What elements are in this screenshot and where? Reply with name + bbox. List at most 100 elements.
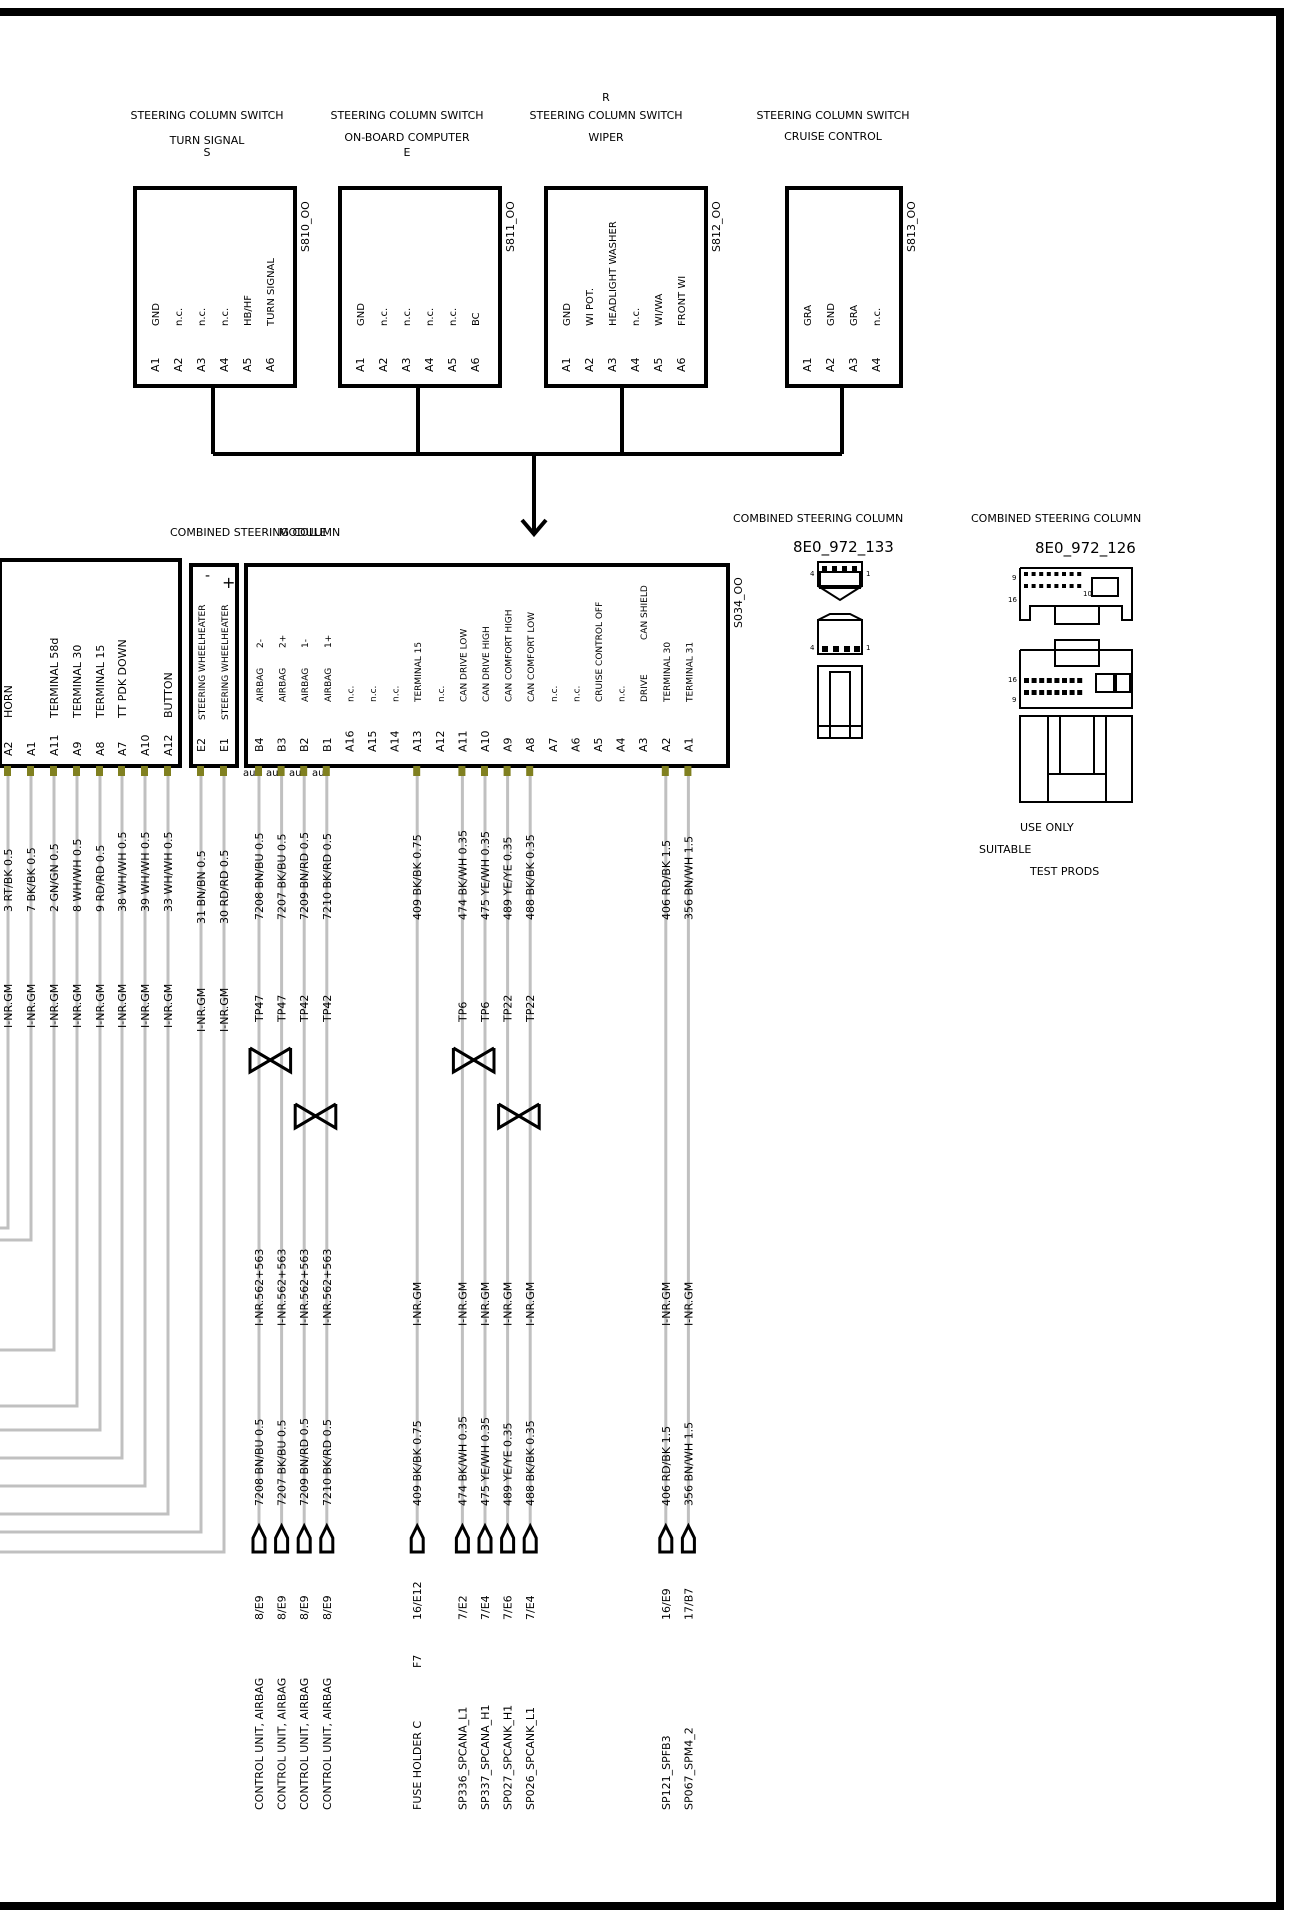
au-label: au: [266, 768, 278, 779]
wire-code: 33 WH/WH 0.5: [162, 832, 175, 913]
pin-marker: [277, 766, 285, 776]
pin-marker: [300, 766, 308, 776]
wire-terminal: [477, 1522, 493, 1554]
switch-title: STEERING COLUMN SWITCH: [130, 109, 283, 122]
switch-pin: A3: [400, 357, 413, 372]
pin-marker: [197, 766, 204, 776]
wire-gm: I-NR.GM: [25, 984, 38, 1028]
wire-code: 30 RD/RD 0.5: [218, 850, 231, 924]
pin-function: CAN DRIVE HIGH: [482, 626, 492, 702]
pin-id: A10: [479, 730, 492, 752]
wire-gm: I-NR.562+563: [276, 1249, 289, 1326]
page-ref: 16/E12: [411, 1581, 424, 1620]
switch-pin: A2: [172, 357, 185, 372]
switch-pin: A2: [583, 357, 596, 372]
twisted-pair-tp47: [248, 1046, 293, 1075]
pin-function: n.c.: [572, 686, 582, 702]
switch-pin-function: GND: [356, 303, 367, 326]
switch-pin: A6: [264, 357, 277, 372]
pin-id: A10: [139, 734, 152, 756]
pin-function: DRIVE: [640, 674, 650, 702]
wire: [0, 776, 10, 1230]
pin-id: A14: [389, 730, 402, 752]
connector-126-part: 8E0_972_126: [1035, 539, 1136, 558]
pin-function: TT PDK DOWN: [116, 639, 129, 719]
wire: [0, 776, 147, 1488]
switch-title: CRUISE CONTROL: [784, 130, 883, 143]
switch-pin: A3: [195, 357, 208, 372]
wire-code: 488 BK/BK 0.35: [524, 834, 537, 920]
wire-code: 7210 BK/RD 0.5: [321, 833, 334, 920]
pin-function: TERMINAL 58d: [48, 638, 61, 719]
svg-text:16: 16: [1008, 676, 1017, 684]
wire-code: 2 GN/GN 0.5: [48, 843, 61, 912]
switch-pin-function: n.c.: [448, 308, 459, 326]
pin-marker: [458, 766, 466, 776]
wire-code-end: 7210 BK/RD 0.5: [321, 1419, 334, 1506]
wire-gm: I-NR.GM: [524, 1282, 537, 1326]
switch-pin: A2: [377, 357, 390, 372]
wire-code: 3 RT/BK 0.5: [2, 848, 15, 912]
wire-code: 356 BN/WH 1.5: [682, 836, 695, 920]
heater-plus: +: [222, 573, 235, 592]
switch-pin: A5: [446, 357, 459, 372]
wire-code-end: 409 BK/BK 0.75: [411, 1420, 424, 1506]
frame-bottom: [0, 1902, 1282, 1910]
switch-pin-function: GRA: [803, 305, 814, 326]
wire-code: 406 RD/BK 1.5: [660, 840, 673, 920]
pin-id: A8: [524, 737, 537, 752]
pin-id: A15: [366, 730, 379, 752]
test-point: TP47: [276, 995, 289, 1023]
switch-box: [544, 186, 708, 388]
module-label-right: MODULE: [279, 526, 327, 539]
page-ref: 7/E6: [502, 1595, 515, 1620]
switch-box: [338, 186, 502, 388]
wire-terminal: [251, 1522, 267, 1554]
pin-function: STEERING WHEELHEATER: [221, 605, 231, 720]
test-point: TP6: [456, 1002, 469, 1023]
switch-pin-function: GND: [826, 303, 837, 326]
wire-code: 7208 BN/BU 0.5: [253, 832, 266, 920]
switch-pin-function: FRONT WI: [677, 276, 688, 326]
heater-minus: -: [205, 568, 210, 584]
wire-terminal: [454, 1522, 470, 1554]
wire: [0, 776, 56, 1352]
page-ref: 8/E9: [253, 1595, 266, 1620]
svg-text:9: 9: [1012, 696, 1016, 704]
page-ref: 7/E2: [456, 1595, 469, 1620]
note-use-only: USE ONLY: [1020, 821, 1074, 834]
pin-function: TERMINAL 31: [685, 642, 695, 703]
wire-group: [0, 776, 690, 1554]
switch-title: R: [602, 91, 610, 104]
twisted-pair-tp42: [293, 1102, 338, 1131]
wire-terminal: [522, 1522, 538, 1554]
wire: [0, 776, 203, 1534]
destination: SP336_SPCANA_L1: [456, 1707, 469, 1810]
pin-marker: [322, 766, 330, 776]
wire-gm: I-NR.GM: [195, 988, 208, 1032]
pin-id: A12: [434, 730, 447, 752]
page-ref: 8/E9: [298, 1595, 311, 1620]
pin-function: AIRBAG: [256, 668, 266, 702]
twisted-pair-tp6: [451, 1046, 496, 1075]
page-ref: 17/B7: [682, 1588, 695, 1620]
module-label-left: COMBINED STEERING COLUMN: [170, 526, 340, 539]
switch-ref: S813_OO: [905, 201, 918, 252]
destination: SP027_SPCANK_H1: [502, 1705, 515, 1810]
switch-box: [785, 186, 903, 388]
wire: [0, 776, 79, 1408]
twisted-pair-tp22: [497, 1102, 541, 1131]
switch-pin-function: HEADLIGHT WASHER: [608, 221, 619, 326]
destination: CONTROL UNIT, AIRBAG: [276, 1678, 289, 1810]
wire-code: 9 RD/RD 0.5: [94, 845, 107, 912]
pin-id: A9: [502, 737, 515, 752]
